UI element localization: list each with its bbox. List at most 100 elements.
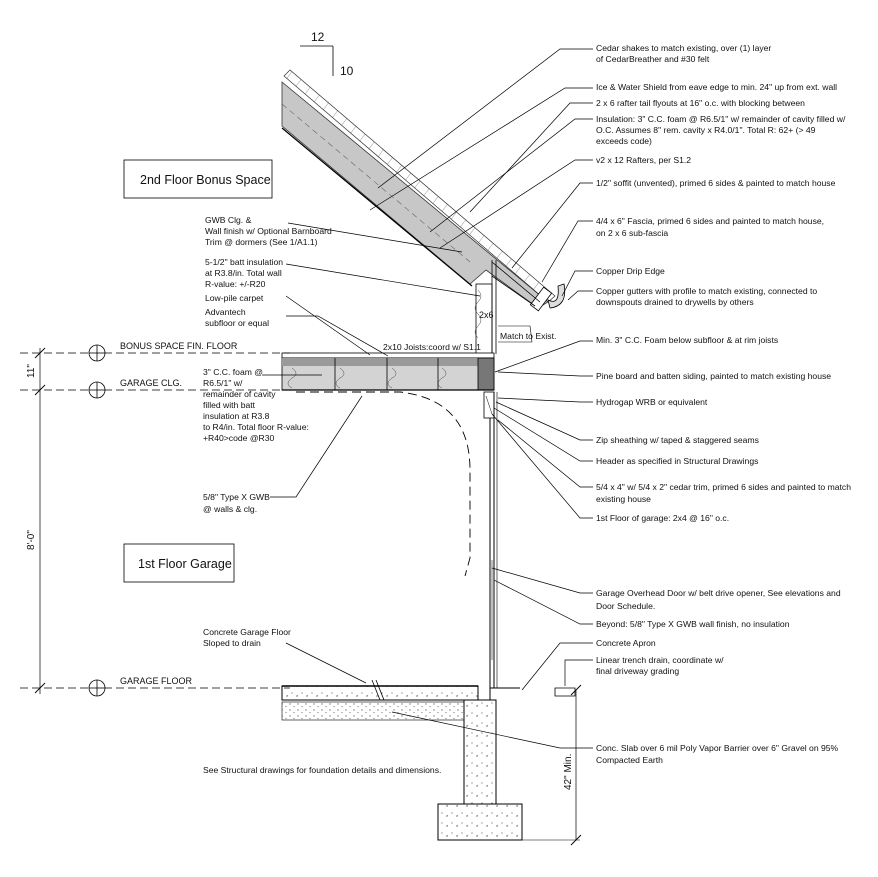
svg-text:Copper Drip Edge: Copper Drip Edge	[596, 266, 665, 276]
roof-assembly	[281, 69, 566, 312]
annotation-line: Wall finish w/ Optional Barnboard	[205, 226, 332, 236]
annotation-line: remainder of cavity	[203, 389, 276, 399]
annotation-line: Copper gutters with profile to match exi…	[596, 286, 817, 296]
level-garage-floor: GARAGE FLOOR	[120, 676, 193, 686]
level-garage-ceiling: GARAGE CLG.	[120, 378, 182, 388]
pitch-rise: 12	[311, 30, 325, 44]
annotation-line: Header as specified in Structural Drawin…	[596, 456, 758, 466]
annotation-line: GWB Clg. &	[205, 215, 252, 225]
svg-text:Copper gutters with profile to: Copper gutters with profile to match exi…	[596, 286, 817, 307]
annotation-line: Linear trench drain, coordinate w/	[596, 655, 724, 665]
annotation-line: Sloped to drain	[203, 638, 261, 648]
annotation-line: filled with batt	[203, 400, 256, 410]
annotation-line: Cedar shakes to match existing, over (1)…	[596, 43, 771, 53]
annotation-line: 5-1/2" batt insulation	[205, 257, 283, 267]
annotation-line: existing house	[596, 494, 651, 504]
annotation-line: Insulation: 3" C.C. foam @ R6.5/1" w/ re…	[596, 114, 846, 124]
floor-assembly: 2x10 Joists:coord w/ S1.1	[281, 342, 495, 391]
annotation-line: +R40>code @R30	[203, 433, 275, 443]
annotation-line: Concrete Apron	[596, 638, 656, 648]
dim-garage-height: 8'-0"	[26, 530, 37, 550]
annotation-line: Hydrogap WRB or equivalent	[596, 397, 708, 407]
room-labels: 2nd Floor Bonus Space 1st Floor Garage	[123, 159, 273, 583]
annotation-line: 1/2" soffit (unvented), primed 6 sides &…	[596, 178, 836, 188]
leaders-left	[262, 222, 481, 684]
dimension-lines: 11" 8'-0" 42" Min.	[26, 347, 582, 846]
annotation-line: Trim @ dormers (See 1/A1.1)	[205, 237, 318, 247]
notes-right: Cedar shakes to match existing, over (1)…	[596, 43, 851, 765]
annotation-line: Compacted Earth	[596, 755, 663, 765]
match-to-exist: Match to Exist.	[498, 325, 556, 343]
annotation-line: Ice & Water Shield from eave edge to min…	[596, 82, 837, 92]
annotation-line: v2 x 12 Rafters, per S1.2	[596, 155, 691, 165]
annotation-line: 5/8" Type X GWB	[203, 492, 270, 502]
annotation-line: downspouts drained to drywells by others	[596, 297, 754, 307]
garage-wall	[489, 392, 498, 688]
annotation-line: 4/4 x 6" Fascia, primed 6 sides and pain…	[596, 216, 824, 226]
annotation-line: R-value: +/-R20	[205, 279, 266, 289]
annotation-line: O.C. Assumes 8" rem. cavity x R4.0/1". T…	[596, 125, 816, 135]
svg-text:Beyond: 5/8" Type X GWB wall f: Beyond: 5/8" Type X GWB wall finish, no …	[596, 619, 790, 629]
annotation-line: Door Schedule.	[596, 601, 655, 611]
svg-text:5/8" Type X GWB@ walls & clg.: 5/8" Type X GWB @ walls & clg.	[203, 492, 270, 514]
match-label: Match to Exist.	[500, 331, 556, 341]
svg-text:Low-pile carpet: Low-pile carpet	[205, 293, 264, 303]
annotation-line: Garage Overhead Door w/ belt drive opene…	[596, 588, 841, 598]
svg-text:3" C.C. foam @R6.5/1" w/remain: 3" C.C. foam @R6.5/1" w/remainder of cav…	[203, 367, 309, 443]
annotation-line: Beyond: 5/8" Type X GWB wall finish, no …	[596, 619, 790, 629]
annotation-line: on 2 x 6 sub-fascia	[596, 228, 668, 238]
svg-text:2 x 6 rafter tail flyouts at 1: 2 x 6 rafter tail flyouts at 16" o.c. wi…	[596, 98, 805, 108]
pitch-run: 10	[340, 64, 354, 78]
annotation-line: Concrete Garage Floor	[203, 627, 291, 637]
annotation-line: Conc. Slab over 6 mil Poly Vapor Barrier…	[596, 743, 839, 753]
annotation-line: at R3.8/in. Total wall	[205, 268, 282, 278]
svg-text:1/2" soffit (unvented), primed: 1/2" soffit (unvented), primed 6 sides &…	[596, 178, 836, 188]
svg-text:Pine board and batten siding,: Pine board and batten siding, painted to…	[596, 371, 831, 381]
svg-text:Ice & Water Shield from eave e: Ice & Water Shield from eave edge to min…	[596, 82, 837, 92]
roof-pitch-symbol: 12 10	[300, 30, 354, 78]
annotation-line: Pine board and batten siding, painted to…	[596, 371, 831, 381]
svg-text:v2 x 12 Rafters, per S1.2: v2 x 12 Rafters, per S1.2	[596, 155, 691, 165]
annotation-line: @ walls & clg.	[203, 504, 257, 514]
svg-text:Conc. Slab over 6 mil Poly Vap: Conc. Slab over 6 mil Poly Vapor Barrier…	[596, 743, 839, 765]
svg-text:Header as specified in Structu: Header as specified in Structural Drawin…	[596, 456, 758, 466]
foundation	[281, 679, 576, 841]
leaders-right	[369, 48, 593, 749]
annotation-line: of CedarBreather and #30 felt	[596, 54, 710, 64]
annotation-line: final driveway grading	[596, 666, 679, 676]
room-upper: 2nd Floor Bonus Space	[140, 173, 271, 187]
annotation-line: R6.5/1" w/	[203, 378, 243, 388]
svg-text:Insulation: 3" C.C. foam @ R6.: Insulation: 3" C.C. foam @ R6.5/1" w/ re…	[596, 114, 846, 146]
svg-text:Linear trench drain, coordinat: Linear trench drain, coordinate w/final …	[596, 655, 724, 676]
svg-text:Garage Overhead Door w/ belt d: Garage Overhead Door w/ belt drive opene…	[596, 588, 841, 611]
svg-text:Zip sheathing w/ taped & stagg: Zip sheathing w/ taped & staggered seams	[596, 435, 759, 445]
svg-text:Hydrogap WRB or equivalent: Hydrogap WRB or equivalent	[596, 397, 708, 407]
dim-footing-depth: 42" Min.	[563, 754, 574, 790]
stud-label: 2x6	[479, 310, 494, 320]
annotation-line: Low-pile carpet	[205, 293, 264, 303]
svg-text:GWB Clg. &Wall finish w/ Optio: GWB Clg. &Wall finish w/ Optional Barnbo…	[205, 215, 332, 247]
room-lower: 1st Floor Garage	[138, 557, 232, 571]
svg-text:Cedar shakes to match existing: Cedar shakes to match existing, over (1)…	[596, 43, 771, 64]
garage-door-track	[296, 391, 471, 577]
annotation-line: 3" C.C. foam @	[203, 367, 263, 377]
annotation-line: insulation at R3.8	[203, 411, 270, 421]
annotation-line: Min. 3" C.C. Foam below subfloor & at ri…	[596, 335, 778, 345]
annotation-line: Zip sheathing w/ taped & staggered seams	[596, 435, 759, 445]
svg-text:4/4 x 6" Fascia, primed 6 side: 4/4 x 6" Fascia, primed 6 sides and pain…	[596, 216, 824, 238]
annotation-line: Advantech	[205, 307, 246, 317]
svg-text:5/4 x 4" w/ 5/4 x 2" cedar tri: 5/4 x 4" w/ 5/4 x 2" cedar trim, primed …	[596, 482, 851, 504]
dim-floor-depth: 11"	[26, 364, 37, 378]
level-markers: BONUS SPACE FIN. FLOOR GARAGE CLG. GARAG…	[20, 341, 290, 697]
joists-label: 2x10 Joists:coord w/ S1.1	[383, 342, 481, 352]
annotation-line: subfloor or equal	[205, 318, 269, 328]
header-cross	[485, 395, 493, 415]
annotation-line: to R4/in. Total floor R-value:	[203, 422, 309, 432]
svg-text:1st Floor of garage: 2x4 @ 16": 1st Floor of garage: 2x4 @ 16" o.c.	[596, 513, 729, 523]
footer-note: See Structural drawings for foundation d…	[203, 765, 441, 775]
svg-text:Concrete Apron: Concrete Apron	[596, 638, 656, 648]
annotation-line: exceeds code)	[596, 136, 652, 146]
